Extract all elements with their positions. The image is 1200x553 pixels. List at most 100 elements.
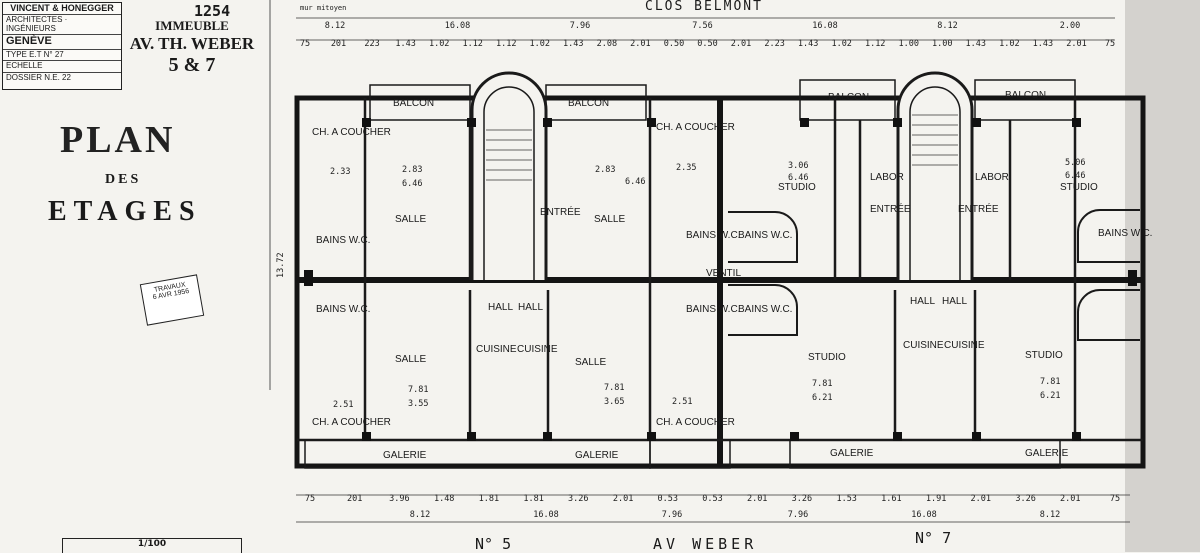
salle-label-3: SALLE [395, 354, 426, 365]
bath-bay-right [1077, 209, 1140, 263]
balcon-label-1: BALCON [393, 98, 434, 109]
studio-label-1: STUDIO [778, 182, 816, 193]
area-salle-bot-b: 3.55 [408, 399, 428, 409]
studio-label-2: STUDIO [1060, 182, 1098, 193]
area-studio-top2-b: 6.46 [1065, 171, 1085, 181]
bottom-total-4: 16.08 [911, 510, 937, 520]
area-studio-bot2-b: 6.21 [1040, 391, 1060, 401]
building-number: 1254 [194, 2, 231, 20]
building-label: IMMEUBLE [155, 18, 229, 33]
stairs-no7 [896, 71, 974, 280]
top-total-3: 7.56 [692, 21, 712, 31]
outer-walls [294, 95, 1146, 469]
area-ch-top2: 2.35 [676, 163, 696, 173]
bottom-dim-18: 75 [1110, 494, 1120, 504]
bottom-dim-17: 2.01 [1060, 494, 1080, 504]
bains-label-4: BAINS W.C. [738, 230, 792, 241]
top-dim-11: 0.50 [664, 39, 684, 49]
top-total-1: 16.08 [445, 21, 471, 31]
area-salle-top2-b: 6.46 [625, 177, 645, 187]
ch-label-3: CH. A COUCHER [312, 417, 391, 428]
bottom-total-1: 16.08 [533, 510, 559, 520]
bottom-dim-13: 1.61 [881, 494, 901, 504]
bottom-dim-9: 0.53 [702, 494, 722, 504]
studio-label-3: STUDIO [808, 352, 846, 363]
top-dim-2: 223 [364, 39, 379, 49]
title-des: DES [105, 172, 142, 187]
area-studio-top2-a: 5.06 [1065, 158, 1085, 168]
bottom-dim-16: 3.26 [1015, 494, 1035, 504]
area-salle-bot2-b: 3.65 [604, 397, 624, 407]
bottom-dim-15: 2.01 [971, 494, 991, 504]
bottom-dim-3: 1.48 [434, 494, 454, 504]
bottom-dim-5: 1.81 [523, 494, 543, 504]
bottom-total-0: 8.12 [410, 510, 430, 520]
top-dim-10: 2.01 [630, 39, 650, 49]
labo-label-1: LABOR [870, 172, 904, 183]
entree-label-3: ENTRÉE [958, 202, 999, 215]
top-total-4: 16.08 [812, 21, 838, 31]
salle-label-2: SALLE [594, 214, 625, 225]
hall-label-4: HALL [942, 296, 967, 307]
top-dim-0: 75 [300, 39, 310, 49]
ch-label-2: CH. A COUCHER [656, 122, 735, 133]
top-dim-21: 1.02 [999, 39, 1019, 49]
galerie-label-3: GALERIE [830, 448, 874, 459]
top-total-6: 2.00 [1060, 21, 1080, 31]
building-heading: 1254 IMMEUBLE AV. TH. WEBER 5 & 7 [118, 2, 266, 77]
top-dim-16: 1.02 [831, 39, 851, 49]
top-dim-4: 1.02 [429, 39, 449, 49]
balcon-label-4: BALCON [1005, 90, 1046, 101]
bottom-dim-0: 75 [305, 494, 315, 504]
galerie-label-4: GALERIE [1025, 448, 1069, 459]
area-ch-bot: 2.51 [333, 400, 353, 410]
title-plan: PLAN [60, 119, 176, 161]
top-dim-1: 201 [331, 39, 346, 49]
top-dim-13: 2.01 [731, 39, 751, 49]
stamp-type: TYPE E.T N° 27 [3, 50, 121, 62]
top-dim-5: 1.12 [462, 39, 482, 49]
labo-label-2: LABOR [975, 172, 1009, 183]
bath-bay-right-2 [1077, 289, 1140, 341]
area-studio-bot-b: 6.21 [812, 393, 832, 403]
balconies [369, 79, 1076, 121]
cuisine-label-3: CUISINE [903, 340, 944, 351]
bottom-dim-11: 3.26 [792, 494, 812, 504]
title-etages: ETAGES [48, 196, 202, 227]
area-salle-bot2-a: 7.81 [604, 383, 624, 393]
architect-stamp: VINCENT & HONEGGER ARCHITECTES · INGÉNIE… [2, 2, 122, 90]
entree-label-2: ENTRÉE [870, 202, 911, 215]
building-street: AV. TH. WEBER [129, 34, 255, 53]
area-studio-bot2-a: 7.81 [1040, 377, 1060, 387]
bottom-street-label: AV WEBER [653, 535, 757, 552]
area-studio-top-a: 3.06 [788, 161, 808, 171]
top-street-label: CLOS BELMONT [645, 0, 763, 14]
salle-label-4: SALLE [575, 357, 606, 368]
top-dim-18: 1.00 [899, 39, 919, 49]
area-salle-bot-a: 7.81 [408, 385, 428, 395]
galleries [304, 439, 1061, 469]
top-total-5: 8.12 [937, 21, 957, 31]
bottom-dim-14: 1.91 [926, 494, 946, 504]
scan-shadow [1125, 0, 1200, 552]
top-dim-20: 1.43 [966, 39, 986, 49]
ch-label-4: CH. A COUCHER [656, 417, 735, 428]
top-dim-14: 2.23 [764, 39, 784, 49]
hall-label-1: HALL [488, 302, 513, 313]
area-salle-top-b: 6.46 [402, 179, 422, 189]
balcon-label-3: BALCON [828, 92, 869, 103]
top-dim-19: 1.00 [932, 39, 952, 49]
stamp-line2: ARCHITECTES · INGÉNIEURS [3, 15, 121, 36]
house-label-left: N° 5 [475, 535, 511, 552]
bath-bay-center [728, 211, 798, 263]
bottom-dim-8: 0.53 [658, 494, 678, 504]
stamp-dossier: DOSSIER N.E. 22 [6, 72, 71, 82]
bath-bay-center-2 [728, 284, 798, 336]
stamp-firm: VINCENT & HONEGGER [3, 3, 121, 16]
hall-label-3: HALL [910, 296, 935, 307]
top-dim-8: 1.43 [563, 39, 583, 49]
